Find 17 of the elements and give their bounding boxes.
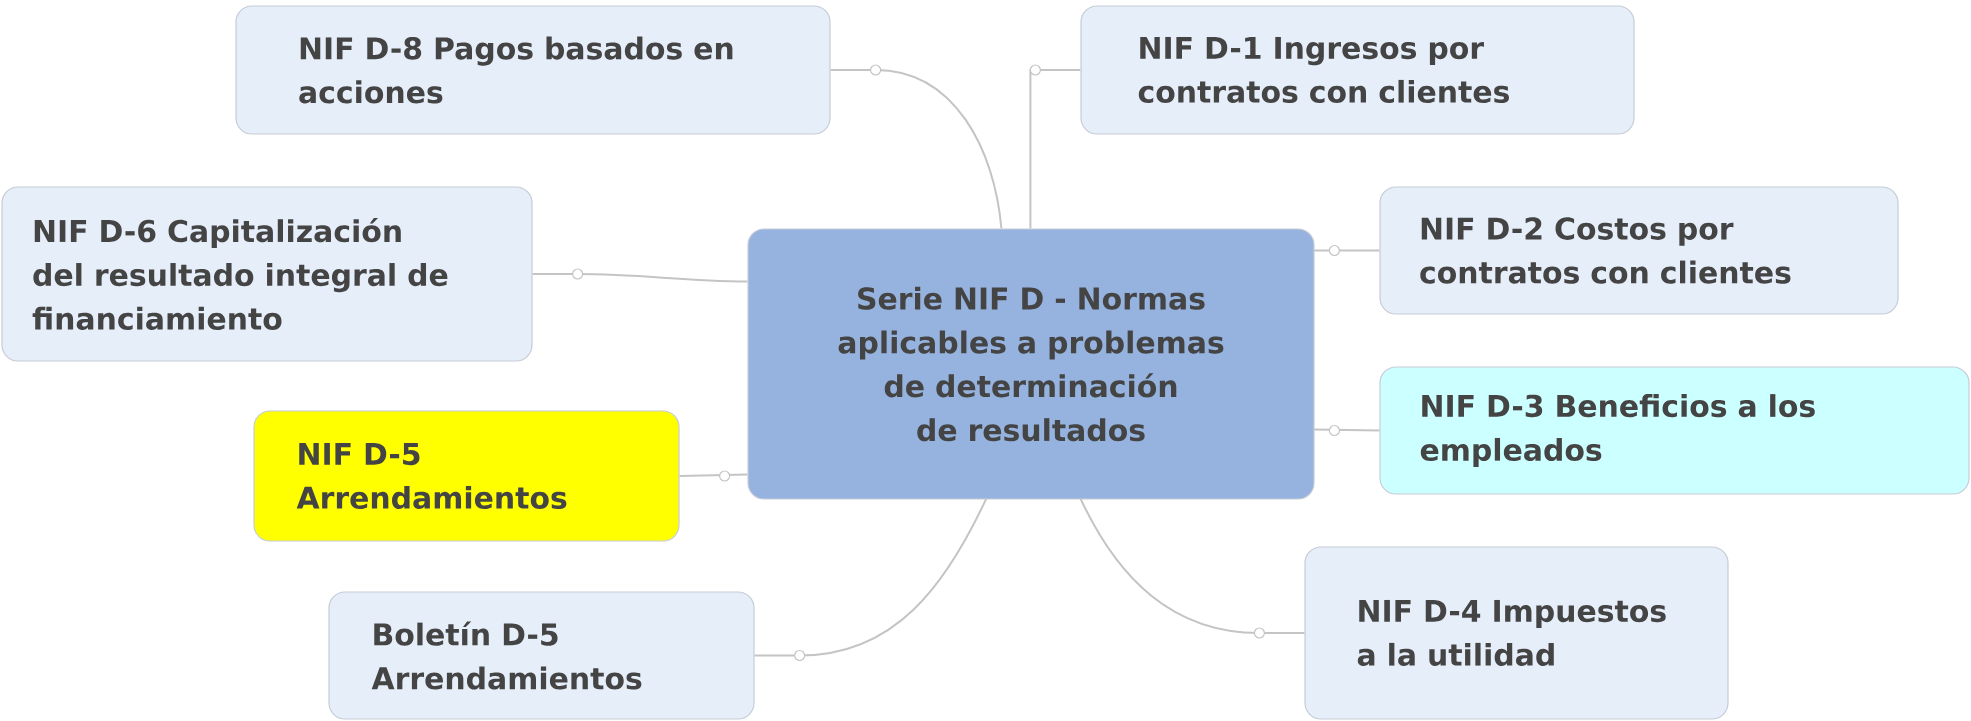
connector [829, 64, 1003, 230]
subtopic-box: Boletín D-5 Arrendamientos [328, 591, 755, 720]
connector [1312, 244, 1381, 257]
connector [753, 497, 988, 662]
subtopic-box: NIF D-6 Capitalización del resultado integral de financiamiento [1, 186, 533, 362]
connector [678, 470, 749, 482]
subtopic-box: NIF D-8 Pagos basados en acciones [235, 5, 831, 135]
subtopic-box: NIF D-3 Beneficios a los empleados [1379, 366, 1970, 495]
connector [1312, 424, 1381, 437]
subtopic-box: NIF D-5 Arrendamientos [253, 410, 680, 542]
subtopic-box: NIF D-2 Costos por contratos con clientes [1379, 186, 1899, 315]
topic-box: Serie NIF D - Normas aplicables a problemas de determinación de resultados [747, 228, 1315, 500]
connector [1079, 497, 1306, 639]
subtopic-box: NIF D-1 Ingresos por contratos con clientes [1080, 5, 1635, 135]
connector [531, 268, 749, 283]
subtopic-box: NIF D-4 Impuestos a la utilidad [1304, 546, 1729, 720]
connector [1029, 64, 1082, 230]
